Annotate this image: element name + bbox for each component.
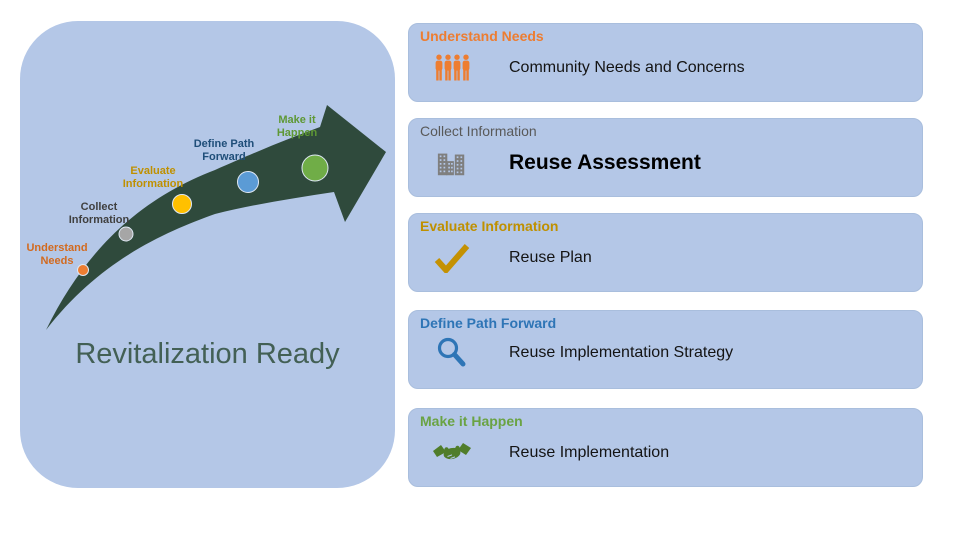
stage-label: Make it Happen bbox=[276, 114, 318, 139]
panel-description: Reuse Implementation Strategy bbox=[509, 344, 734, 361]
magnifying-glass-icon bbox=[437, 337, 466, 367]
stage-dot bbox=[118, 226, 134, 242]
checkmark-icon bbox=[434, 244, 470, 273]
buildings-icon bbox=[437, 153, 465, 176]
stage-dot bbox=[237, 171, 259, 193]
panel-description: Community Needs and Concerns bbox=[509, 59, 745, 76]
panel-description: Reuse Assessment bbox=[509, 151, 701, 174]
stage-label: Define Path Forward bbox=[193, 138, 255, 163]
stage-dot bbox=[172, 194, 192, 214]
panel-header: Collect Information bbox=[420, 123, 537, 139]
stage-label: Understand Needs bbox=[26, 242, 88, 267]
panel-understand-needs: Understand Needs bbox=[408, 23, 923, 102]
panel-description: Reuse Plan bbox=[509, 249, 592, 266]
stage-label: Evaluate Information bbox=[122, 165, 184, 190]
panel-header: Understand Needs bbox=[420, 28, 544, 44]
panel-make-it-happen: Make it Happen bbox=[408, 408, 923, 487]
stage-dot bbox=[77, 264, 89, 276]
revitalization-ready-card: Understand Needs Collect Information Eva… bbox=[20, 21, 395, 488]
process-arrow-diagram bbox=[46, 105, 386, 330]
arrow-swoosh bbox=[46, 105, 386, 330]
handshake-icon bbox=[433, 443, 471, 461]
card-title: Revitalization Ready bbox=[75, 338, 340, 370]
panel-define-path-forward: Reuse Implementation Strategy Define Pat… bbox=[408, 310, 923, 389]
people-icon bbox=[435, 54, 470, 81]
stage-label: Collect Information bbox=[68, 201, 130, 226]
panel-description: Reuse Implementation bbox=[509, 444, 670, 461]
panel-header: Evaluate Information bbox=[420, 218, 559, 234]
panel-header: Define Path Forward bbox=[420, 315, 557, 331]
panel-evaluate-information: Evaluate Information Reuse Plan bbox=[408, 213, 923, 292]
panel-collect-information: Collect Information bbox=[408, 118, 923, 197]
stage-dot bbox=[301, 154, 329, 182]
panel-header: Make it Happen bbox=[420, 413, 523, 429]
